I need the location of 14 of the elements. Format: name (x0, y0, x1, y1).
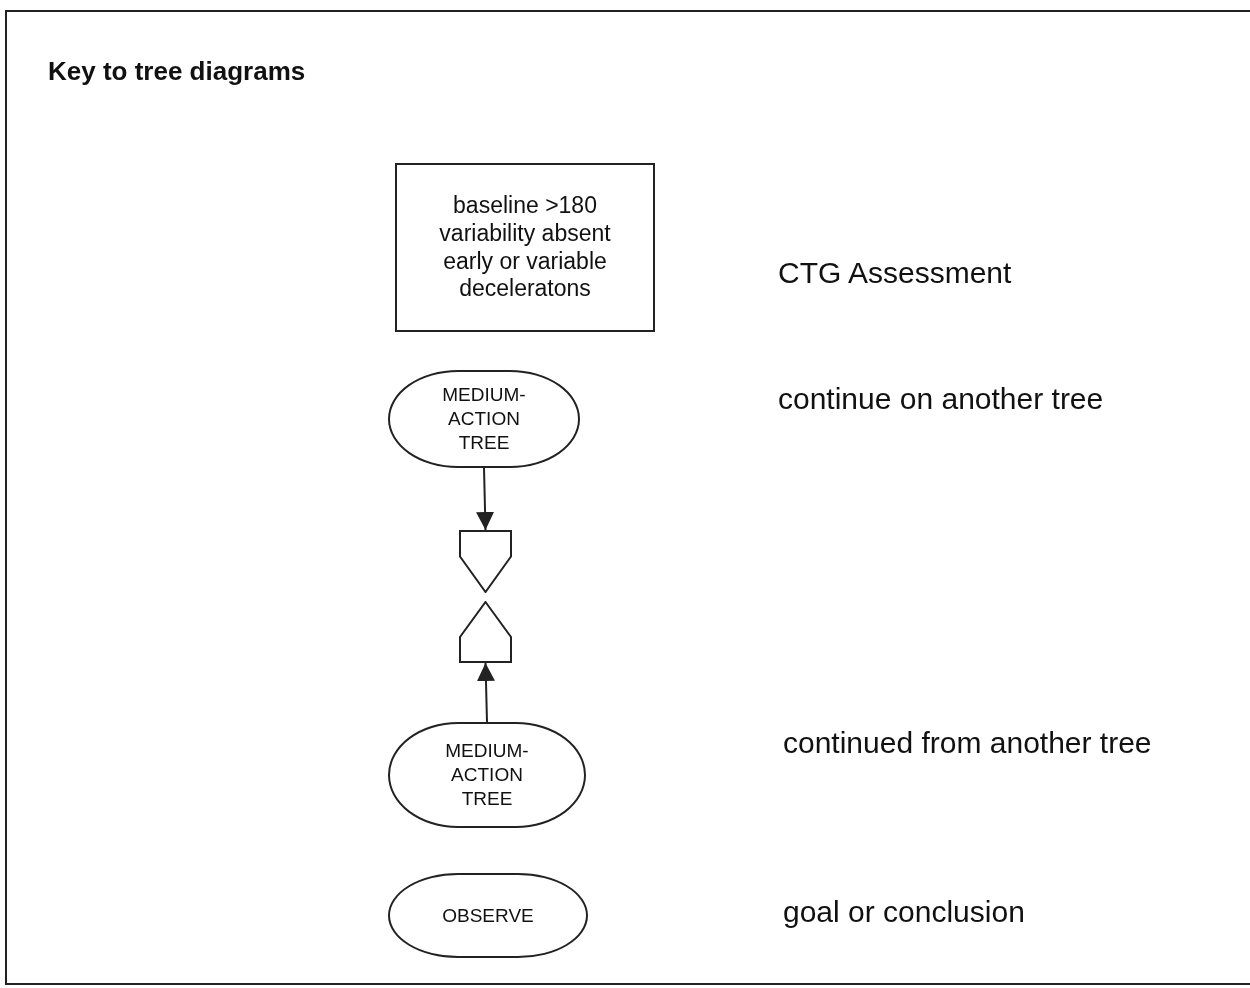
arrow (476, 662, 495, 723)
node-label: MEDIUM- ACTION TREE (444, 739, 530, 811)
key-description: CTG Assessment (778, 256, 1012, 290)
connector-symbol (459, 530, 512, 593)
arrow (476, 467, 495, 531)
key-description: goal or conclusion (783, 895, 1025, 929)
title: Key to tree diagrams (48, 56, 306, 87)
key-description: continue on another tree (778, 382, 1104, 416)
node-label: MEDIUM- ACTION TREE (441, 383, 527, 455)
node-label: OBSERVE (442, 903, 534, 928)
connector-symbol (459, 601, 512, 663)
process-box (395, 163, 655, 332)
key-description: continued from another tree (783, 726, 1152, 760)
node-label: baseline >180 variability absent early or variable deceleratons (438, 192, 612, 303)
